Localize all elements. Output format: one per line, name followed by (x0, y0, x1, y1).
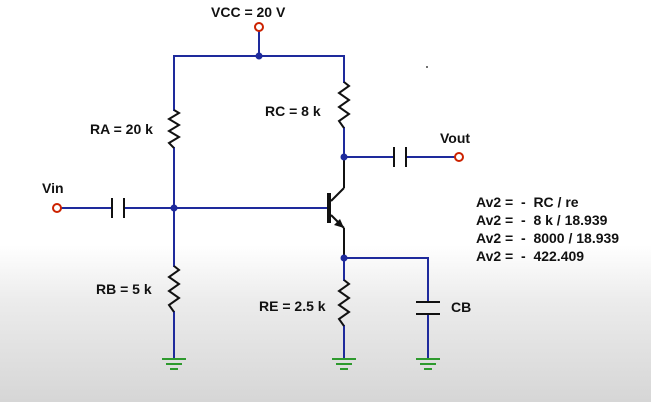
resistor-rb (167, 265, 181, 313)
resistor-ra (167, 109, 181, 149)
junction-collector (340, 153, 348, 161)
ra-label: RA = 20 k (90, 121, 153, 137)
resistor-re (337, 279, 351, 327)
transistor-collector-lead (330, 187, 345, 202)
npn-transistor (327, 157, 345, 258)
junctions (170, 52, 348, 262)
vout-terminal (454, 152, 464, 162)
re-label: RE = 2.5 k (259, 298, 326, 314)
vcc-label: VCC = 20 V (211, 4, 286, 20)
vcc-terminal (254, 22, 264, 32)
vin-label: Vin (42, 180, 64, 196)
wires (60, 30, 456, 359)
ground-icon (162, 358, 186, 370)
junction-top (255, 52, 263, 60)
rc-label: RC = 8 k (265, 103, 321, 119)
bypass-capacitor (416, 301, 440, 315)
input-capacitor (111, 198, 125, 218)
resistor-rc (337, 81, 351, 129)
stray-dot (426, 66, 428, 68)
cb-label: CB (451, 299, 471, 315)
resistors (167, 81, 351, 327)
output-capacitor (393, 147, 407, 167)
ground-icon (416, 358, 440, 370)
capacitors (111, 147, 440, 315)
gain-equations: Av2 = - RC / re Av2 = - 8 k / 18.939 Av2… (476, 194, 619, 264)
junction-emitter (340, 254, 348, 262)
vin-terminal (52, 203, 62, 213)
junction-base (170, 204, 178, 212)
rb-label: RB = 5 k (96, 281, 152, 297)
vout-label: Vout (440, 130, 470, 146)
equation-line: Av2 = - RC / re (476, 194, 579, 210)
grounds (162, 358, 440, 370)
ground-icon (332, 358, 356, 370)
emitter-arrow-icon (334, 219, 344, 228)
equation-line: Av2 = - 8000 / 18.939 (476, 230, 619, 246)
equation-line: Av2 = - 422.409 (476, 248, 584, 264)
terminals (52, 22, 464, 213)
equation-line: Av2 = - 8 k / 18.939 (476, 212, 608, 228)
